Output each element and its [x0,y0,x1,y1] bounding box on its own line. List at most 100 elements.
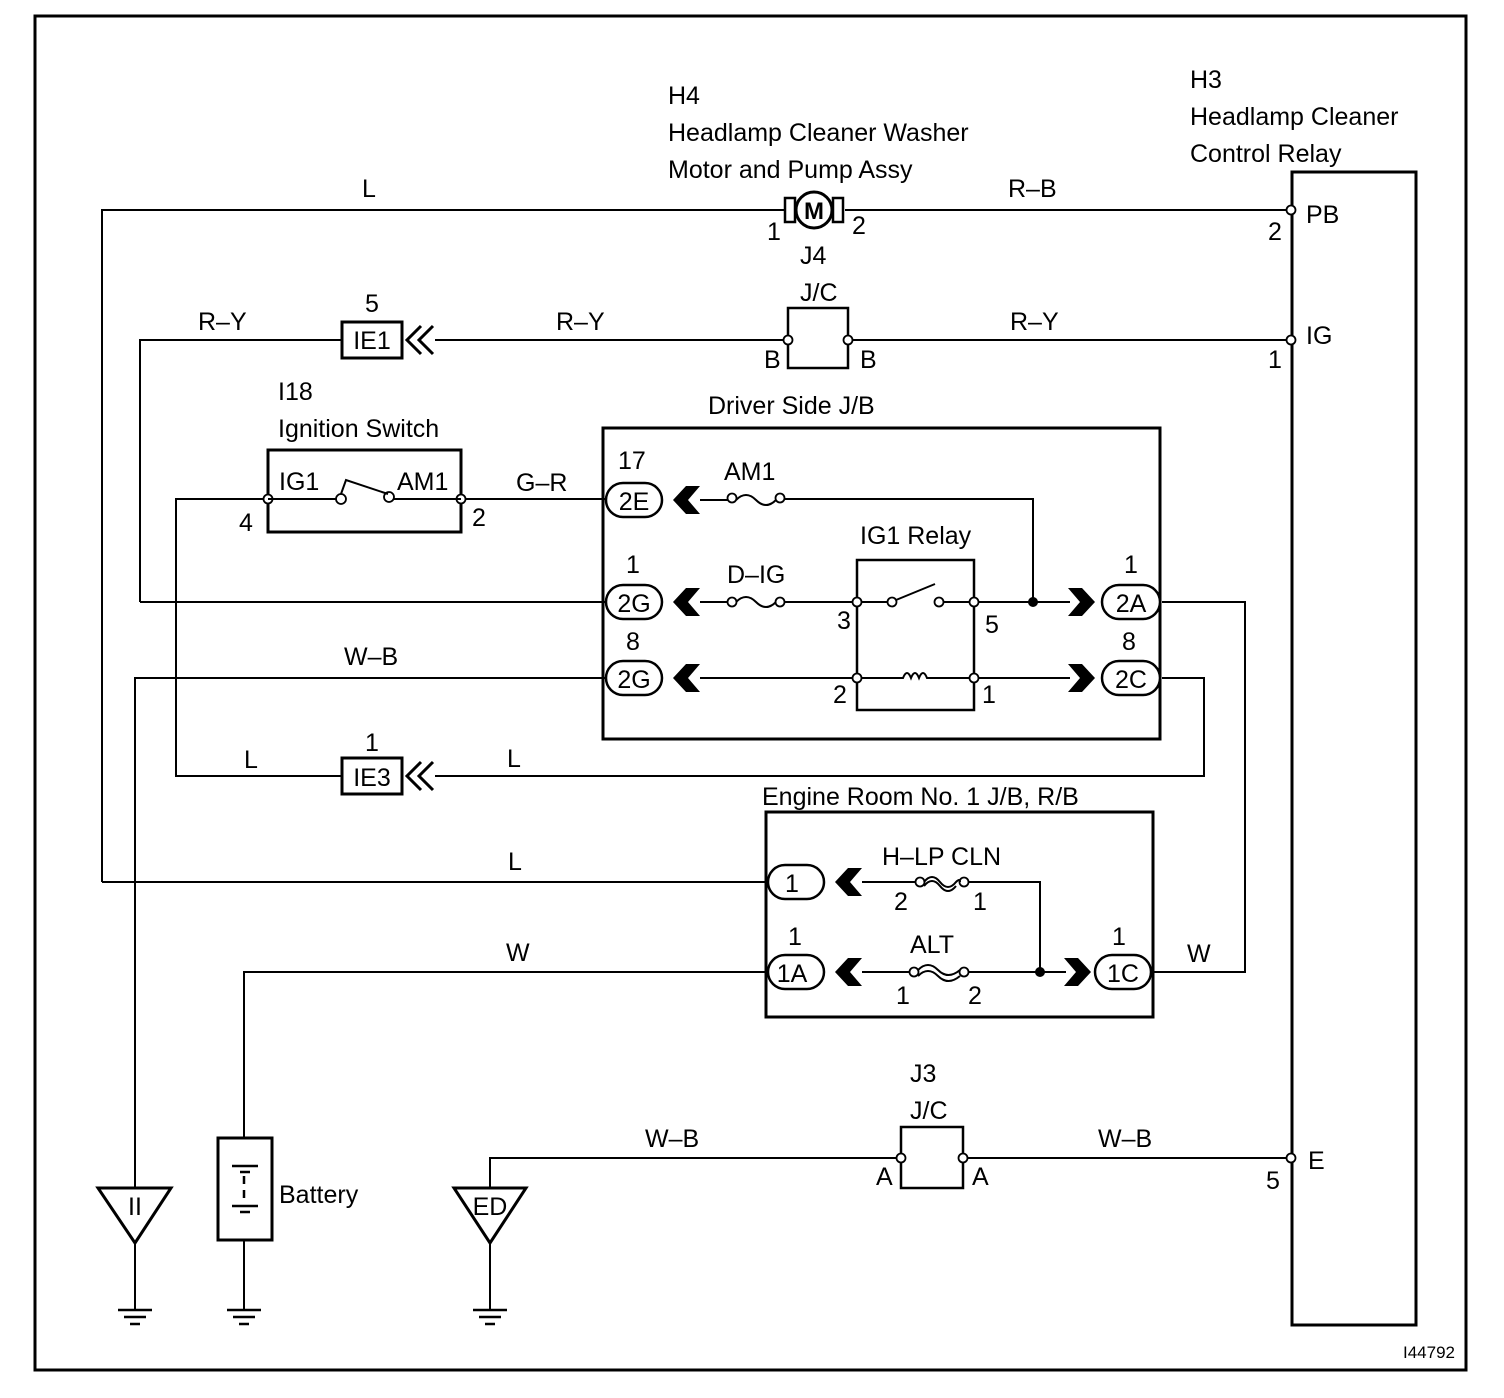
i18-name: Ignition Switch [278,415,439,443]
alt-pin1: 1 [896,982,910,1010]
battery-icon [216,1136,274,1242]
switch-lever-icon [340,478,389,495]
fuse-dig-label: D–IG [727,561,785,589]
ie1-label: IE1 [353,327,391,355]
wire-label-ry-left: R–Y [198,308,247,336]
fuse-alt-label: ALT [910,931,954,959]
wire-labels: L R–B R–Y R–Y R–Y G–R W–B L L L W W W–B … [198,175,1211,1153]
fuse-am1-label: AM1 [724,458,775,486]
ground-ii-label: II [128,1193,142,1221]
c1a-label: 1A [777,960,808,988]
i18-ignition-switch: I18 Ignition Switch IG1 AM1 4 2 [239,378,486,537]
h3-pin-e: E [1308,1147,1325,1175]
c2e-label: 2E [619,488,650,516]
j4-junction: J4 J/C B B [764,242,877,374]
relay-pin5: 5 [985,611,999,639]
h4-name-line2: Motor and Pump Assy [668,156,913,184]
relay-coil-icon [861,672,970,681]
wire-label-top-rb: R–B [1008,175,1057,203]
h3-name-line1: Headlamp Cleaner [1190,103,1398,131]
wire-label-wb-bottom-left: W–B [645,1125,699,1153]
c2g-bottom-label: 2G [617,666,650,694]
fuse-hlp-icon [923,876,961,888]
j3-code: J3 [910,1060,936,1088]
c1c-label: 1C [1107,960,1139,988]
engine-jb-title: Engine Room No. 1 J/B, R/B [762,783,1079,811]
ground-ii: II [95,1186,174,1326]
figure-id: I44792 [1403,1343,1455,1362]
driver-jb-title: Driver Side J/B [708,392,875,420]
j3-pin-left: A [876,1163,893,1191]
relay-pin1: 1 [982,681,996,709]
h3-pin-e-num: 5 [1266,1167,1280,1195]
j4-pin-right: B [860,346,877,374]
ground-ed-label: ED [473,1193,508,1221]
motor-right-cap [831,196,845,224]
wire-label-ry-mid: R–Y [556,308,605,336]
fuse-dig-icon [735,596,777,608]
ground-ed-earth-icon [473,1308,507,1326]
c2c-arrow-icon [1068,664,1095,692]
c2e-arrow-icon [673,486,700,514]
h4-pin2: 2 [852,212,866,240]
ie3-label: IE3 [353,764,391,792]
h3-control-relay: H3 Headlamp Cleaner Control Relay PB 2 I… [1190,66,1418,1327]
ie1-arrow-icon [404,324,435,356]
wires [101,209,1290,1310]
ie1-connector: 5 IE1 [340,290,435,360]
h3-pin-ig: IG [1306,322,1332,350]
ie3-connector: 1 IE3 [340,729,435,796]
h4-motor: H4 Headlamp Cleaner Washer Motor and Pum… [668,82,969,246]
i18-code: I18 [278,378,313,406]
j3-pin-right: A [972,1163,989,1191]
wire-label-gr: G–R [516,469,567,497]
c2g-top-label: 2G [617,590,650,618]
j4-name: J/C [800,279,838,307]
j3-name: J/C [910,1097,948,1125]
i18-pin-am1: AM1 [397,468,448,496]
wire-label-wb-mid: W–B [344,643,398,671]
ground-battery [227,1308,261,1326]
battery: Battery [216,1136,359,1242]
c2c-pin: 8 [1122,628,1136,656]
wire-label-l-engine: L [508,848,522,876]
fuse-alt-icon [917,964,961,976]
h4-pin1: 1 [767,218,781,246]
c1c-pin: 1 [1112,923,1126,951]
engine-c1-label: 1 [785,870,799,898]
c2g-top-pin: 1 [626,551,640,579]
i18-pin4: 4 [239,509,253,537]
engine-c1-arrow-icon [835,868,862,896]
ground-battery-earth-icon [227,1308,261,1326]
h3-code: H3 [1190,66,1222,94]
j4-code: J4 [800,242,827,270]
ie3-arrow-icon [404,760,435,792]
wire-label-top-l: L [362,175,376,203]
relay-pin3: 3 [837,607,851,635]
motor-icon [794,190,834,230]
wire-label-l-ie3-left: L [244,746,258,774]
wire-label-w-right: W [1187,940,1211,968]
wire-label-wb-bottom-right: W–B [1098,1125,1152,1153]
outer-frame [33,14,1468,1372]
hlp-pin2: 2 [894,888,908,916]
ie1-pin: 5 [365,290,379,318]
ground-ii-icon [95,1186,174,1246]
c2g-top-arrow-icon [673,588,700,616]
wire-label-w-left: W [506,939,530,967]
wire-label-l-ie3-right: L [507,745,521,773]
relay-pin2: 2 [833,681,847,709]
c2a-arrow-icon [1068,588,1095,616]
fuse-am1-icon [735,494,777,506]
ig1-relay-box [855,558,976,712]
fuse-hlp-label: H–LP CLN [882,843,1001,871]
motor-left-cap [783,196,797,224]
c2e-pin: 17 [618,447,646,475]
c2c-label: 2C [1115,666,1147,694]
h3-name-line2: Control Relay [1190,140,1342,168]
h3-pin-pb: PB [1306,201,1339,229]
c1c-arrow-icon [1064,958,1091,986]
h4-name-line1: Headlamp Cleaner Washer [668,119,969,147]
j4-pin-left: B [764,346,781,374]
ie3-pin: 1 [365,729,379,757]
